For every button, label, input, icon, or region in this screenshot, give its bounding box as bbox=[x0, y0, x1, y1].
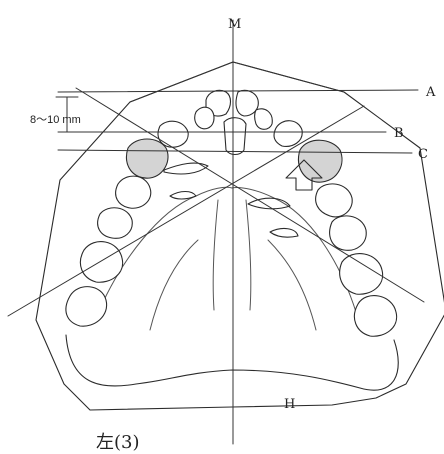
midline-top-label: M bbox=[228, 17, 241, 32]
ruga bbox=[270, 229, 298, 238]
line-c-label: C bbox=[418, 147, 428, 162]
tooth bbox=[330, 216, 367, 250]
tooth bbox=[66, 287, 107, 327]
tooth bbox=[126, 139, 168, 178]
raphe-left bbox=[213, 200, 218, 310]
tooth bbox=[195, 107, 214, 129]
figure-caption: 左(3) bbox=[96, 432, 140, 453]
tooth bbox=[274, 121, 302, 147]
midline-bottom-label: H bbox=[284, 397, 295, 412]
measurement-label: 8～10 mm bbox=[30, 114, 81, 126]
palatal-inner-right bbox=[268, 240, 316, 330]
raphe-right bbox=[246, 200, 251, 310]
tooth bbox=[316, 184, 353, 217]
tooth bbox=[116, 176, 151, 208]
upper-right-converging-line bbox=[233, 62, 344, 92]
tooth bbox=[340, 254, 383, 295]
palatal-inner-left bbox=[150, 240, 198, 330]
tooth bbox=[224, 118, 246, 155]
tooth bbox=[98, 208, 133, 239]
line-b-label: B bbox=[394, 126, 404, 141]
tooth bbox=[80, 242, 122, 283]
arch-outline bbox=[66, 335, 398, 390]
tooth bbox=[255, 109, 273, 130]
tooth bbox=[354, 296, 396, 337]
ruga bbox=[170, 192, 196, 200]
line-a-label: A bbox=[425, 85, 436, 100]
